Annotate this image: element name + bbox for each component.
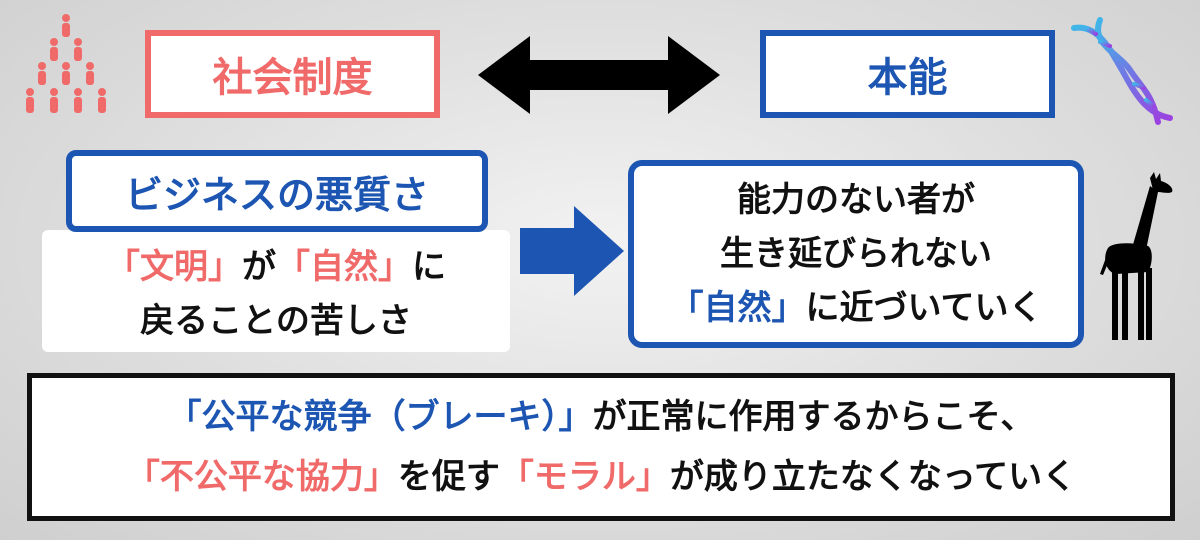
bottom-line-1: 「公平な競争（ブレーキ）」が正常に作用するからこそ、 (168, 387, 1035, 447)
nature-line-2: 生き延びられない (720, 234, 992, 274)
hardship-line-1: 「文明」が「自然」に (106, 240, 446, 294)
bottom-conclusion-box: 「公平な競争（ブレーキ）」が正常に作用するからこそ、 「不公平な協力」を促す「モ… (27, 373, 1175, 521)
moral-quote: 「モラル」 (499, 457, 670, 497)
giraffe-icon (1100, 172, 1173, 340)
ni-text: に (412, 247, 446, 287)
return-hardship-box: 「文明」が「自然」に 戻ることの苦しさ (42, 230, 510, 352)
social-system-box: 社会制度 (145, 30, 440, 118)
business-badness-box: ビジネスの悪質さ (66, 150, 488, 232)
fair-competition-quote: 「公平な競争（ブレーキ）」 (167, 397, 593, 437)
nature-quote-blue: 「自然」 (669, 288, 806, 328)
instinct-label: 本能 (867, 55, 948, 101)
bottom-line-2: 「不公平な協力」を促す「モラル」が成り立たなくなっていく (126, 447, 1076, 507)
promote-text: を促す (397, 457, 500, 497)
dna-icon (1071, 17, 1173, 125)
people-pyramid-icon (26, 14, 106, 113)
works-normally-text: が正常に作用するからこそ、 (592, 397, 1035, 437)
collapse-text: が成り立たなくなっていく (669, 457, 1077, 497)
approaching-text: に近づいていく (805, 288, 1043, 328)
social-system-label: 社会制度 (212, 55, 373, 101)
instinct-box: 本能 (760, 30, 1055, 118)
civilization-quote: 「文明」 (106, 247, 242, 287)
nature-line-1: 能力のない者が (737, 180, 975, 220)
right-arrow-icon (520, 206, 624, 296)
unfair-cooperation-quote: 「不公平な協力」 (125, 457, 398, 497)
ga-text: が (242, 247, 276, 287)
nature-box: 能力のない者が 生き延びられない 「自然」に近づいていく (628, 160, 1084, 348)
hardship-line-2: 戻ることの苦しさ (140, 301, 412, 341)
nature-quote: 「自然」 (276, 247, 412, 287)
double-arrow-icon (478, 36, 720, 114)
business-badness-title: ビジネスの悪質さ (124, 172, 429, 217)
nature-line-3: 「自然」に近づいていく (670, 281, 1043, 335)
